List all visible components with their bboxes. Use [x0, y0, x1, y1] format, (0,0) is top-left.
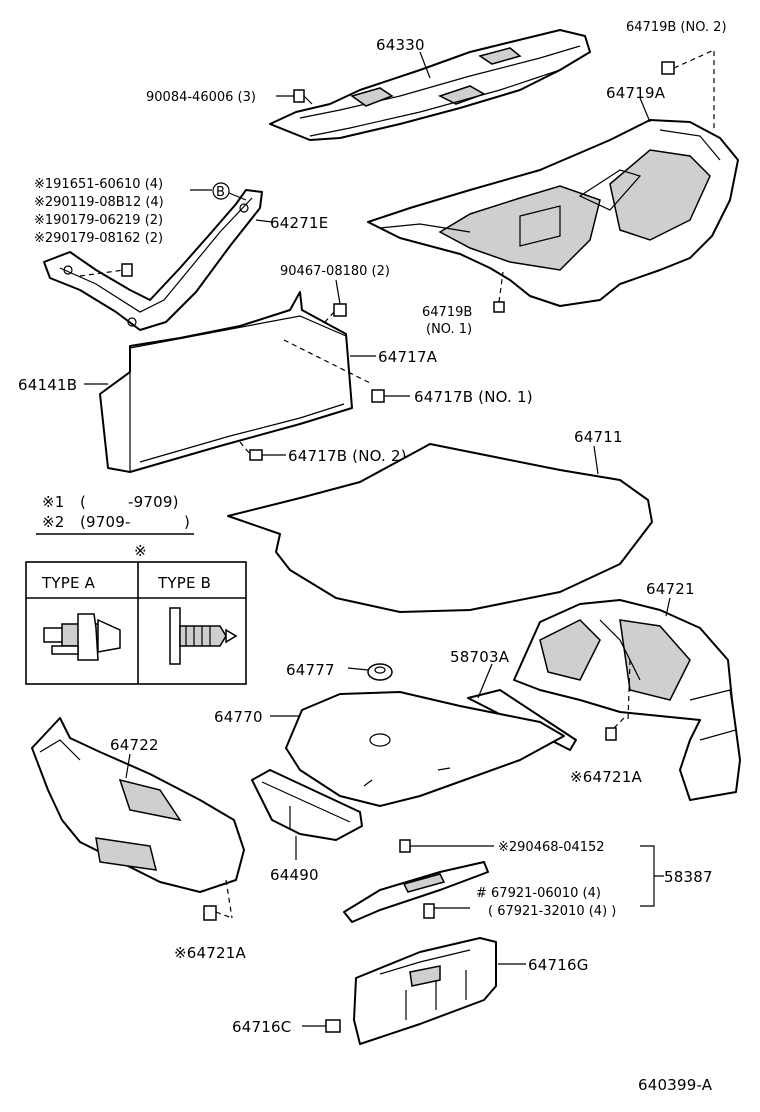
trunk-mat-64711 [227, 443, 653, 613]
label-290179: ※290179-08162 (2) [34, 231, 163, 246]
label-64770: 64770 [214, 708, 263, 726]
type-b-clip [169, 607, 238, 665]
type-a-clip [43, 613, 121, 661]
leader-58703a [477, 663, 493, 699]
label-67921-06010: # 67921-06010 (4) [476, 886, 601, 901]
label-290119: ※290119-08B12 (4) [34, 195, 164, 210]
label-67921-32010: ( 67921-32010 (4) ) [488, 904, 616, 919]
label-64719b-no1-b: (NO. 1) [426, 322, 472, 337]
tray-64490 [251, 769, 363, 841]
label-64141b: 64141B [18, 376, 77, 394]
label-191651: ※191651-60610 (4) [34, 177, 163, 192]
leader-64271e [255, 219, 273, 223]
label-90467: 90467-08180 (2) [280, 264, 390, 279]
spare-cover-64770 [285, 691, 565, 807]
type-a-header: TYPE A [41, 574, 96, 592]
label-64717b-no2: 64717B (NO. 2) [288, 447, 407, 465]
bracket-58387 [640, 845, 664, 907]
note2-value: (9709- [80, 513, 131, 531]
brace-64271e [43, 189, 263, 331]
label-64716g: 64716G [528, 956, 589, 974]
callout-b-circle [212, 182, 230, 200]
label-64719b-no1-a: 64719B [422, 305, 472, 320]
label-64711: 64711 [574, 428, 623, 446]
clip-64717b-no2 [239, 441, 286, 461]
label-64717a: 64717A [378, 348, 438, 366]
leader-64722 [125, 753, 131, 779]
label-64330: 64330 [376, 36, 425, 54]
clip-64271e [121, 263, 133, 277]
clip-64716c [302, 1019, 341, 1033]
callout-b-letter: B [216, 185, 225, 200]
grommet-64777 [347, 663, 393, 681]
clip-90084 [276, 89, 313, 105]
leader-64711 [593, 445, 599, 475]
label-64721: 64721 [646, 580, 695, 598]
lower-panel-64716g [353, 937, 497, 1045]
trunk-panel-64719a [367, 119, 739, 307]
label-90084: 90084-46006 (3) [146, 90, 256, 105]
label-64722: 64722 [110, 736, 159, 754]
table-mark: ※ [134, 542, 147, 560]
clip-64721a-left [203, 905, 233, 921]
leader-64719a [639, 97, 651, 123]
clip-64717b-no1 [371, 389, 410, 403]
clip-290468 [399, 839, 411, 853]
label-64721a-left: ※64721A [174, 944, 246, 962]
clip-67921 [423, 903, 435, 919]
reference-code: 640399-A [638, 1076, 713, 1094]
note1-paren: ( [80, 493, 86, 511]
type-b-header: TYPE B [157, 574, 211, 592]
scuff-plate-58387 [343, 861, 489, 923]
label-64717b-no1: 64717B (NO. 1) [414, 388, 533, 406]
clip-64721a-right [605, 717, 625, 741]
note1-value: -9709) [128, 493, 179, 511]
legend-notes: ※1 ( -9709) ※2 (9709- ) [36, 493, 194, 535]
note1-mark: ※1 [42, 493, 65, 511]
label-64716c: 64716C [232, 1018, 291, 1036]
label-64719a: 64719A [606, 84, 666, 102]
label-58387: 58387 [664, 868, 713, 886]
label-64777: 64777 [286, 661, 335, 679]
leader-64721 [665, 597, 671, 617]
partition-panel-64141b [99, 291, 373, 473]
note2-paren: ) [184, 513, 190, 531]
note2-mark: ※2 [42, 513, 65, 531]
side-trim-64721 [513, 599, 741, 801]
package-tray-64330 [269, 29, 591, 141]
label-58703a: 58703A [450, 648, 510, 666]
label-290468: ※290468-04152 [498, 840, 605, 855]
clip-64719b-no1 [493, 271, 505, 313]
label-64490: 64490 [270, 866, 319, 884]
leader-64330 [419, 51, 431, 79]
clip-type-table: ※ TYPE A TYPE B [25, 542, 247, 685]
label-190179: ※190179-06219 (2) [34, 213, 163, 228]
clip-64719b-no2 [661, 49, 715, 132]
label-64719b-no2: 64719B (NO. 2) [626, 20, 727, 35]
side-trim-64722 [31, 717, 245, 919]
label-64721a-right: ※64721A [570, 768, 642, 786]
label-64271e: 64271E [270, 214, 328, 232]
